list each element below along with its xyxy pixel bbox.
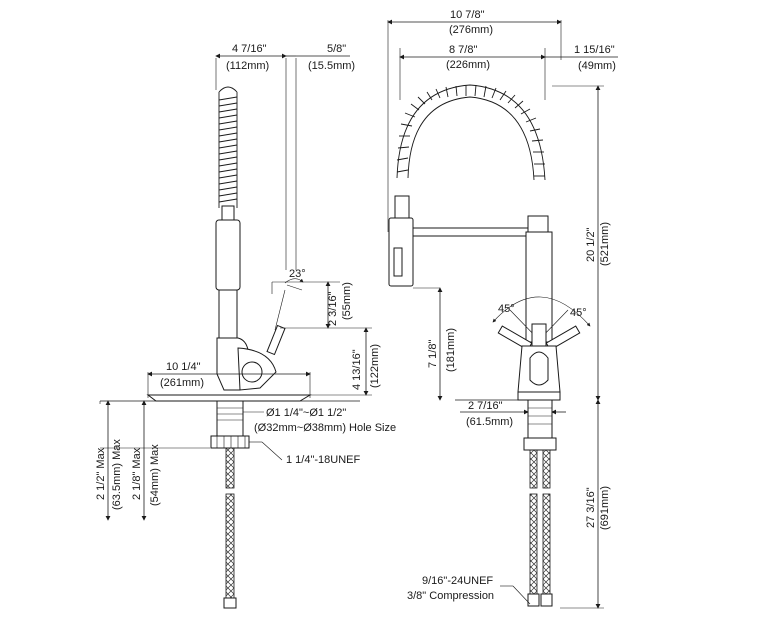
side-mm: (49mm) bbox=[578, 60, 616, 72]
body-height-in: 4 13/16" bbox=[351, 349, 363, 390]
front-view: 10 7/8" (276mm) 8 7/8" (226mm) 1 15/16" … bbox=[387, 9, 618, 609]
hose-length-mm: (691mm) bbox=[599, 486, 611, 530]
supply-hose-front-left-lower bbox=[529, 493, 538, 595]
sprayer-head-side bbox=[215, 219, 241, 291]
base-diam-mm: (61.5mm) bbox=[466, 416, 513, 428]
hose-length-in: 27 3/16" bbox=[585, 487, 597, 528]
supply-hose-front-left-upper bbox=[529, 449, 538, 489]
side-view: 4 7/16" (112mm) 5/8" (15.5mm) 23° bbox=[95, 43, 396, 609]
reach-in: 8 7/8" bbox=[449, 44, 477, 56]
supply-hose-side-lower bbox=[225, 493, 235, 599]
reach-mm: (226mm) bbox=[446, 59, 490, 71]
total-width-in: 10 7/8" bbox=[450, 9, 485, 21]
plate-width-in: 10 1/4" bbox=[166, 361, 201, 373]
deck-plate bbox=[146, 394, 312, 402]
handle-height-in: 2 3/16" bbox=[327, 291, 339, 326]
base-diam-in: 2 7/16" bbox=[468, 400, 503, 412]
front-shank bbox=[527, 399, 553, 439]
handle-swing-arc bbox=[492, 296, 591, 327]
left-angle: 45° bbox=[498, 303, 515, 315]
deck-max2-in: 2 1/8" Max bbox=[131, 447, 143, 500]
handle-lever-side bbox=[266, 324, 286, 356]
supply-hose-side-upper bbox=[225, 447, 235, 489]
total-width-mm: (276mm) bbox=[449, 24, 493, 36]
deck-max-mm: (63.5mm) Max bbox=[111, 439, 123, 510]
deck-max2-mm: (54mm) Max bbox=[149, 444, 161, 506]
body-height-mm: (122mm) bbox=[369, 344, 381, 388]
deck-max-in: 2 1/2" Max bbox=[95, 447, 107, 500]
hole-size-in: Ø1 1/4"~Ø1 1/2" bbox=[266, 407, 346, 419]
spout-offset-mm: (112mm) bbox=[226, 60, 269, 72]
supply-thread: 9/16"-24UNEF bbox=[422, 575, 493, 587]
spring-coil-side bbox=[218, 86, 238, 221]
spout-height-mm: (181mm) bbox=[445, 328, 457, 372]
hole-size-mm: (Ø32mm~Ø38mm) Hole Size bbox=[254, 422, 396, 434]
right-angle: 45° bbox=[570, 307, 587, 319]
holder-arm bbox=[412, 227, 532, 237]
sprayer-diam-mm: (15.5mm) bbox=[308, 60, 355, 72]
supply-hose-front-right-upper bbox=[542, 449, 551, 489]
handle-height-mm: (55mm) bbox=[341, 282, 353, 320]
plate-width-mm: (261mm) bbox=[160, 377, 204, 389]
thread-label: 1 1/4"-18UNEF bbox=[286, 454, 360, 466]
total-height-mm: (521mm) bbox=[599, 222, 611, 266]
front-base bbox=[517, 391, 561, 401]
compression-label: 3/8" Compression bbox=[407, 590, 494, 602]
side-in: 1 15/16" bbox=[574, 44, 615, 56]
spring-coil-front bbox=[394, 84, 546, 219]
sprayer-diam-in: 5/8" bbox=[327, 43, 346, 55]
spout-body-side bbox=[218, 289, 238, 339]
spout-offset-in: 4 7/16" bbox=[232, 43, 267, 55]
spout-height-in: 7 1/8" bbox=[427, 340, 439, 368]
supply-hose-front-right-lower bbox=[542, 493, 551, 595]
mounting-shank bbox=[216, 400, 244, 438]
handle-angle: 23° bbox=[289, 268, 306, 280]
total-height-in: 20 1/2" bbox=[585, 227, 597, 262]
